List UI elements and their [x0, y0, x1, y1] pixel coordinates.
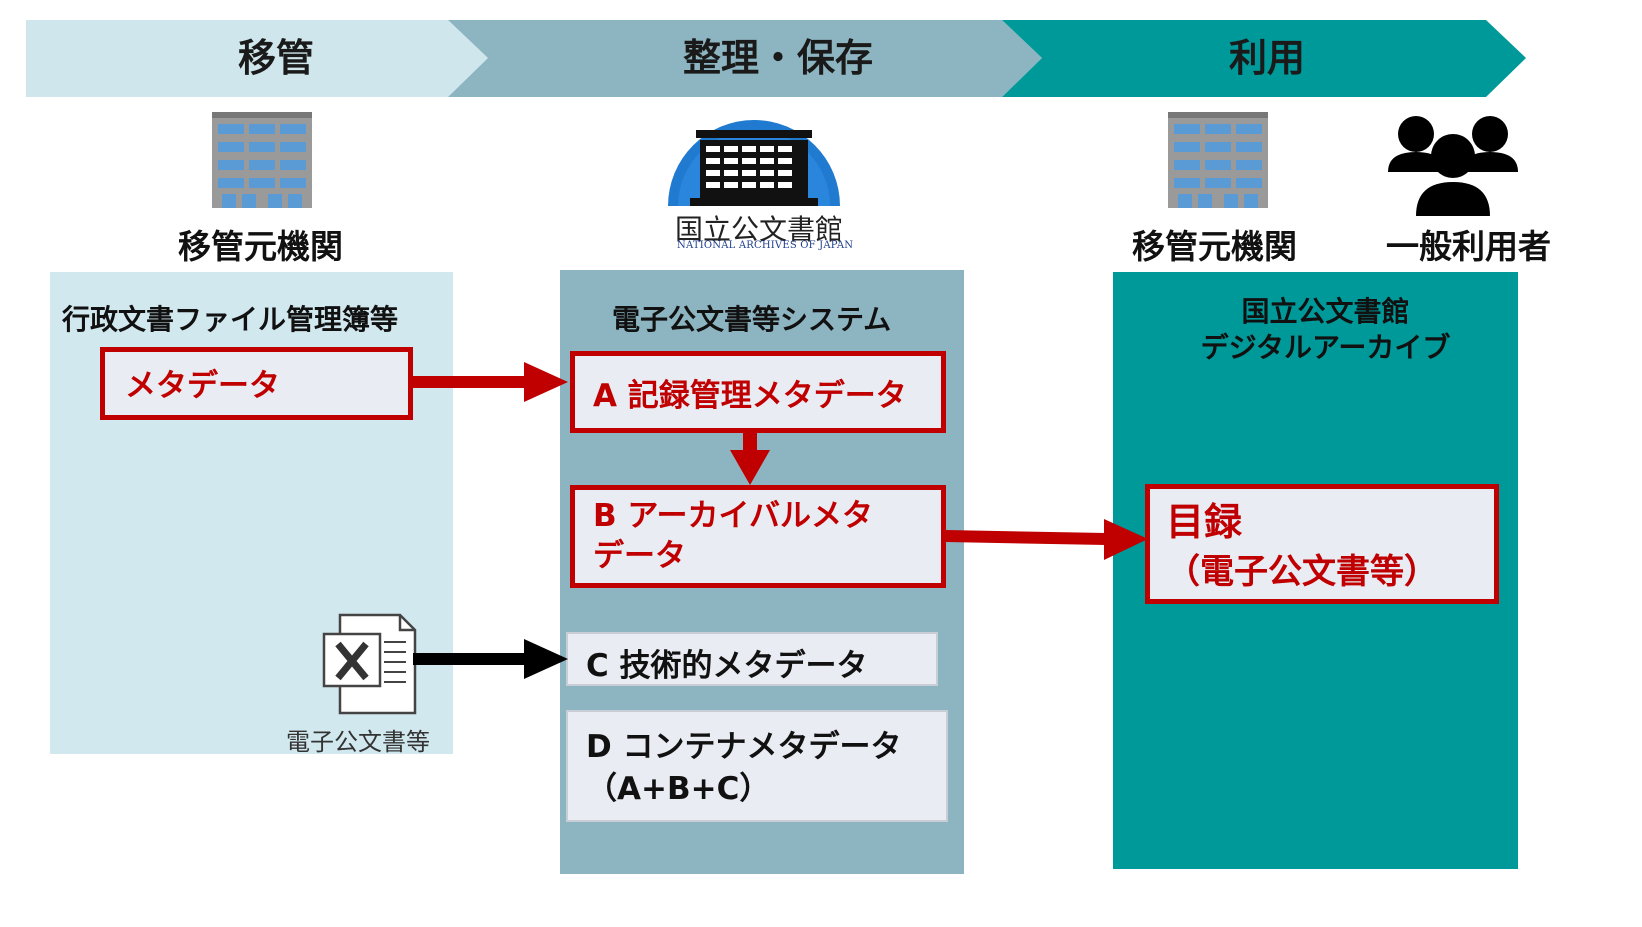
technical-metadata-box: C 技術的メタデータ	[566, 632, 938, 686]
office-building-icon	[212, 112, 312, 208]
box-a-label: A 記録管理メタデータ	[593, 378, 907, 414]
box-c-label: C 技術的メタデータ	[586, 648, 868, 684]
right-column-title-line1: 国立公文書館	[1241, 295, 1410, 328]
stage-label-use: 利用	[1228, 36, 1305, 80]
archives-logo-name: 国立公文書館	[675, 213, 844, 246]
catalog-label-line2: （電子公文書等）	[1166, 552, 1438, 592]
actor-label-transfer-agency: 移管元機関	[178, 227, 343, 266]
left-column-title: 行政文書ファイル管理簿等	[62, 303, 399, 336]
catalog-box: 目録 （電子公文書等）	[1145, 484, 1499, 604]
stage-label-organize: 整理・保存	[682, 36, 873, 80]
box-b-label-line2: データ	[593, 538, 686, 574]
actor-label-use-agency: 移管元機関	[1132, 227, 1297, 266]
excel-caption: 電子公文書等	[286, 728, 430, 756]
middle-column-title: 電子公文書等システム	[612, 303, 892, 336]
stage-band	[26, 20, 1526, 97]
stage-chevron-organize	[448, 20, 1042, 97]
excel-file-icon	[322, 613, 417, 715]
stage-chevron-use	[1002, 20, 1526, 97]
box-b-label-line1: B アーカイバルメタ	[593, 498, 873, 534]
container-metadata-box: D コンテナメタデータ （A+B+C）	[566, 710, 948, 822]
metadata-box-label: メタデータ	[125, 368, 280, 404]
catalog-label-line1: 目録	[1166, 500, 1243, 544]
archives-logo-subtitle: NATIONAL ARCHIVES OF JAPAN	[677, 240, 854, 251]
national-archives-logo-icon	[668, 120, 840, 206]
users-group-icon	[1388, 116, 1518, 216]
right-column-title-line2: デジタルアーカイブ	[1200, 331, 1451, 364]
metadata-box: メタデータ	[100, 347, 413, 420]
office-building-icon	[1168, 112, 1268, 208]
actor-label-public-users: 一般利用者	[1386, 227, 1551, 266]
records-management-metadata-box: A 記録管理メタデータ	[570, 351, 946, 433]
box-d-label-line1: D コンテナメタデータ	[586, 729, 902, 765]
archival-metadata-box: B アーカイバルメタ データ	[570, 485, 946, 588]
stage-label-transfer: 移管	[237, 36, 314, 80]
box-d-label-line2: （A+B+C）	[586, 771, 771, 807]
stage-chevron-transfer	[26, 20, 488, 97]
